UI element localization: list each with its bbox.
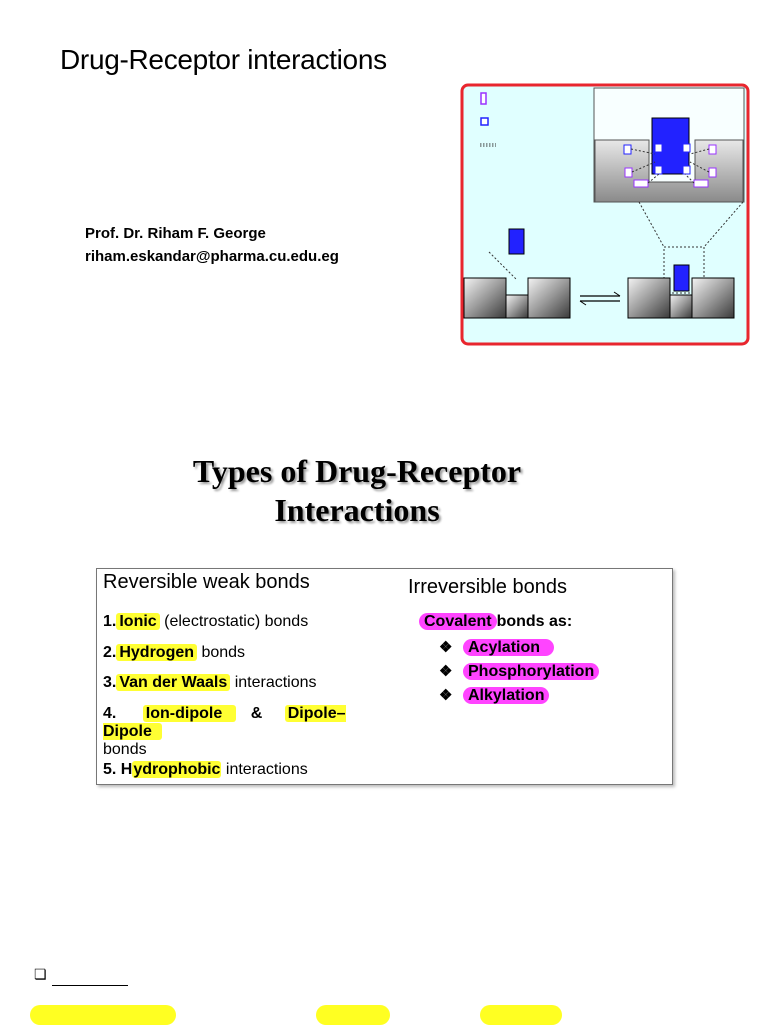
highlighted-term: Ionic [116,613,160,630]
blank-underline [52,985,128,986]
list-item: 5. Hydrophobic interactions [103,761,308,778]
bullet-diamond-icon: ❖ [439,687,453,704]
legend-hbond-icon [480,92,487,105]
section-title-line1: Types of Drug-Receptor [192,453,522,489]
highlighted-term: Hydrogen [116,644,198,661]
author-name: Prof. Dr. Riham F. George [85,225,266,242]
highlighted-term: Van der Waals [116,674,231,691]
section-title-line2: Interactions [274,492,440,528]
list-item: ❖ Phosphorylation [439,662,600,681]
bullet-diamond-icon: ❖ [439,639,453,656]
highlighted-term: Ion-dipole [142,705,237,722]
author-email: riham.eskandar@pharma.cu.edu.eg [85,248,339,265]
highlighted-term: Covalent [419,613,497,630]
drug-molecule [508,228,525,255]
author-block: Prof. Dr. Riham F. George riham.eskandar… [85,222,339,268]
section-title: Types of Drug-Receptor Interactions [0,452,714,530]
irreversible-heading: Irreversible bonds [408,576,567,598]
checkbox-icon: ❏ [34,966,47,982]
bullet-diamond-icon: ❖ [439,663,453,680]
list-item: 1.Ionic (electrostatic) bonds [103,613,309,630]
highlight-mark [30,1005,176,1025]
legend-site-icon [480,117,489,126]
drug-molecule-bound [673,264,690,292]
highlighted-term: ydrophobic [132,761,222,778]
list-item: 2.Hydrogen bonds [103,644,246,661]
list-item: ❖ Alkylation [439,686,550,705]
highlighted-term: Phosphorylation [463,663,600,680]
list-item: ❖ Acylation [439,638,555,657]
interactions-table: Reversible weak bonds Irreversible bonds… [96,568,673,785]
list-item: 3.Van der Waals interactions [103,674,317,691]
highlighted-term: Acylation [463,639,555,656]
list-item: 4. Ion-dipole & Dipole–Dipole bonds [103,705,346,758]
slide-title: Drug-Receptor interactions [60,44,387,75]
reversible-heading: Reversible weak bonds [103,571,310,593]
highlighted-term: Alkylation [463,687,550,704]
highlight-mark [316,1005,390,1025]
highlight-mark [480,1005,562,1025]
drug-receptor-figure [460,83,750,346]
